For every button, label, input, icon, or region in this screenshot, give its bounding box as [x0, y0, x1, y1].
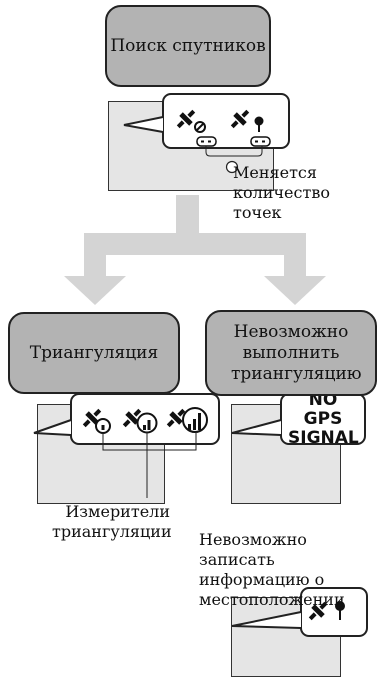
searching-dots-right	[250, 136, 271, 147]
arrow-left-stem	[84, 233, 106, 279]
no-triangulation-label: Невозможно выполнить триангуляцию	[231, 321, 362, 384]
no-triangulation-box: Невозможно выполнить триангуляцию	[205, 310, 377, 396]
dots-change-caption: Меняется количество точек	[233, 163, 330, 222]
triangulation-box: Триангуляция	[8, 312, 180, 394]
satellite-searching-icon	[176, 109, 206, 133]
display-bubble-location	[300, 587, 368, 637]
searching-dots-left	[196, 136, 217, 147]
callout-dots-change-line	[205, 146, 263, 174]
arrow-crossbar	[84, 233, 306, 255]
tail-search	[124, 117, 163, 132]
bubble-tails	[33, 116, 302, 629]
no-record-caption: Невозможно записать информацию о местопо…	[199, 530, 345, 609]
satellite-medium-signal-icon	[122, 408, 158, 434]
satellite-pin-searching-icon	[230, 109, 264, 132]
satellite-strong-signal-icon	[166, 407, 208, 433]
no-gps-signal-display: NO GPS SIGNAL	[280, 390, 366, 447]
callout-meters-line	[102, 432, 197, 498]
triangulation-label: Триангуляция	[29, 342, 159, 363]
arrow-right-stem	[284, 233, 306, 279]
arrow-left-head	[64, 276, 126, 305]
arrow-right-head	[264, 276, 326, 305]
arrow-trunk	[176, 195, 199, 245]
satellite-pin-icon	[308, 601, 345, 621]
satellite-weak-signal-icon	[82, 408, 111, 434]
meters-caption: Измерители триангуляции	[52, 502, 172, 541]
search-satellites-label: Поиск спутников	[110, 35, 266, 56]
search-satellites-box: Поиск спутников	[105, 5, 271, 87]
